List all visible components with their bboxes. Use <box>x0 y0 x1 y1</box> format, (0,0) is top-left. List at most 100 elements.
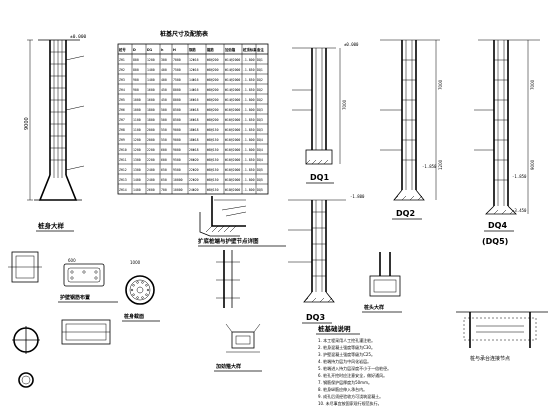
table-cell: 550 <box>161 128 167 132</box>
pile-top-elev: ±0.000 <box>70 34 87 40</box>
pile-length-dim: 9000 <box>24 117 30 130</box>
table-cell: ZH4 <box>119 88 125 92</box>
table-cell: Φ8@150 <box>207 178 219 182</box>
dq2-elev: -1.850 <box>422 164 437 169</box>
table-cell: Φ8@200 <box>207 98 219 102</box>
table-cell: ZH8 <box>119 128 125 132</box>
table-cell: 1400 <box>133 178 141 182</box>
table-cell: Φ8@200 <box>207 58 219 62</box>
rebar-dot <box>146 288 150 292</box>
table-cell: DQ2 <box>257 88 263 92</box>
pile-core-section-label: 桩身截面 <box>124 313 144 320</box>
table-cell: ZH7 <box>119 118 125 122</box>
table-cell: -1.800 <box>243 108 255 112</box>
table-cell: Φ16@2000 <box>225 128 240 132</box>
table-cell: 2400 <box>147 178 155 182</box>
pile-core-circle-1 <box>125 275 155 305</box>
note-line: 7. 钢筋保护层厚度为50mm。 <box>318 379 372 385</box>
table-cell: 800 <box>133 58 139 62</box>
table-cell: 1400 <box>133 188 141 192</box>
note-line: 9. 成孔后须经验收方可浇筑混凝土。 <box>318 393 383 399</box>
table-cell: 1300 <box>133 168 141 172</box>
table-cell: ZH3 <box>119 78 125 82</box>
table-cell: 9000 <box>173 148 181 152</box>
dq4-elev: -1.850 <box>512 174 527 179</box>
enlarged-detail <box>199 196 247 237</box>
table-cell: 8500 <box>173 118 181 122</box>
bottom-circle-2 <box>18 372 34 388</box>
table-cell: 500 <box>161 118 167 122</box>
rebar-dot <box>145 293 148 296</box>
table-cell: 9500 <box>173 168 181 172</box>
retaining-wall-detail <box>216 250 240 308</box>
notes-title: 桩基础说明 <box>318 324 351 333</box>
table-cell: Φ18@2000 <box>225 188 240 192</box>
rebar-dot <box>130 288 134 292</box>
rebar-dot <box>132 293 135 296</box>
dq4-label: DQ4 <box>488 221 507 230</box>
table-header-cell: 备注 <box>256 47 264 52</box>
dq2-dim-b: 1200 <box>438 159 443 170</box>
table-cell: -1.800 <box>243 178 255 182</box>
table-cell: Φ16@2000 <box>225 138 240 142</box>
table-cell: 22Φ20 <box>189 168 199 172</box>
table-cell: 2200 <box>147 148 155 152</box>
note-line: 10. 未尽事宜按国家现行规范执行。 <box>318 400 382 406</box>
table-cell: 500 <box>161 108 167 112</box>
enlarged-detail-label: 扩底桩端与护壁节点详图 <box>198 237 259 245</box>
table-cell: 900 <box>133 78 139 82</box>
note-line: 4. 桩端持力层为中风化岩层。 <box>318 358 371 364</box>
table-cell: -1.850 <box>243 118 255 122</box>
note-line: 8. 桩身纵筋应伸入承台内。 <box>318 386 367 392</box>
bottom-circle-1 <box>12 326 40 354</box>
table-cell: 1000 <box>133 98 141 102</box>
table-cell: ZH5 <box>119 98 125 102</box>
table-cell: 1300 <box>133 158 141 162</box>
table-cell: Φ14@2000 <box>225 88 240 92</box>
table-cell: 10000 <box>173 188 183 192</box>
table-cell: -1.800 <box>243 58 255 62</box>
bell-end-detail <box>369 252 401 297</box>
table-cell: 600 <box>161 158 167 162</box>
table-cell: 550 <box>161 138 167 142</box>
table-cell: Φ16@2000 <box>225 118 240 122</box>
wall-section-note: 600 <box>68 258 76 263</box>
table-cell: 20Φ18 <box>189 148 199 152</box>
table-cell: 10000 <box>173 178 183 182</box>
table-cell: ZH9 <box>119 138 125 142</box>
table-cell: 1200 <box>147 58 155 62</box>
wall-section-b <box>63 263 105 287</box>
table-cell: ZH2 <box>119 68 125 72</box>
table-cell: 400 <box>161 78 167 82</box>
table-cell: Φ14@2000 <box>225 98 240 102</box>
pile-cap-connection-label: 桩与承台连接节点 <box>470 355 510 362</box>
table-cell: ZH6 <box>119 108 125 112</box>
table-cell: 300 <box>161 58 167 62</box>
table-cell: 12Φ16 <box>189 58 199 62</box>
table-cell: 2000 <box>147 128 155 132</box>
wall-section-a <box>8 251 42 283</box>
table-cell: ZH14 <box>119 188 127 192</box>
dq1-label: DQ1 <box>310 173 329 182</box>
dq3-label: DQ3 <box>306 313 325 322</box>
table-cell: 1000 <box>133 108 141 112</box>
table-cell: 1200 <box>133 148 141 152</box>
table-cell: DQ1 <box>257 68 263 72</box>
table-cell: 18Φ18 <box>189 128 199 132</box>
table-cell: 8500 <box>173 108 181 112</box>
notes-list: 1. 本工程采用人工挖孔灌注桩。2. 桩身混凝土强度等级为C30。3. 护壁混凝… <box>318 337 391 406</box>
table-cell: -1.800 <box>243 188 255 192</box>
table-header-cell: H <box>173 48 176 52</box>
table-cell: Φ8@200 <box>207 88 219 92</box>
table-cell: 1400 <box>147 78 155 82</box>
rebar-dot <box>141 281 144 284</box>
table-cell: ZH12 <box>119 168 127 172</box>
table-header-cell: 箍筋 <box>207 47 214 52</box>
table-cell: 9500 <box>173 158 181 162</box>
pile-elevation-label: 桩身大样 <box>38 221 65 230</box>
table-cell: 2400 <box>147 168 155 172</box>
table-cell: DQ3 <box>257 108 263 112</box>
table-cell: 16Φ16 <box>189 98 199 102</box>
table-cell: Φ8@150 <box>207 148 219 152</box>
